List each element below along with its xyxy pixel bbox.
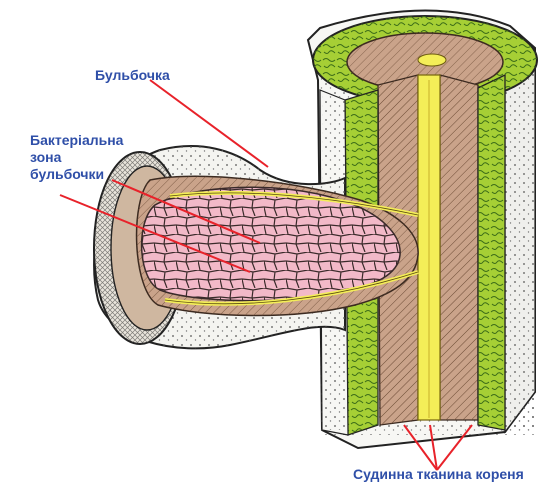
label-vascular-tissue: Судинна тканина кореня bbox=[353, 466, 524, 483]
label-nodule: Бульбочка bbox=[95, 67, 170, 84]
label-bacterial-zone: Бактеріальна зона бульбочки bbox=[30, 132, 123, 183]
label-bacterial-zone-line3: бульбочки bbox=[30, 166, 123, 183]
label-bacterial-zone-line1: Бактеріальна bbox=[30, 132, 123, 149]
label-bacterial-zone-line2: зона bbox=[30, 149, 123, 166]
